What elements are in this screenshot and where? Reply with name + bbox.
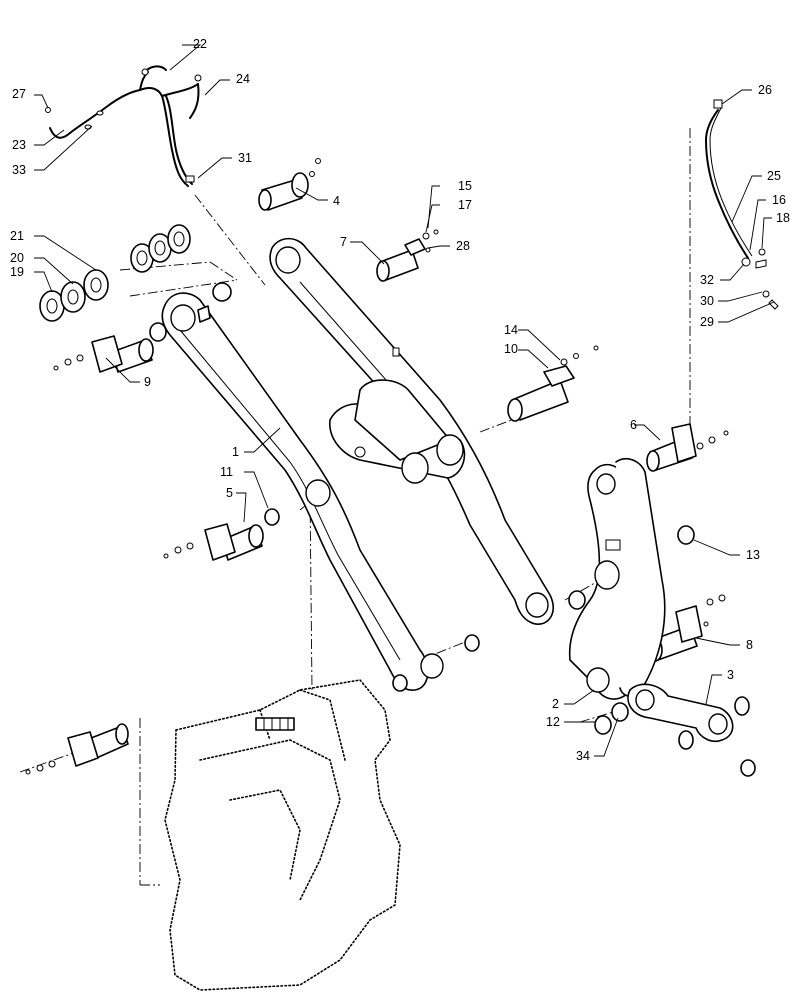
pin-4 <box>258 158 321 211</box>
callout-5: 5 <box>226 486 233 500</box>
pin-10 <box>507 345 599 422</box>
pin-8 <box>647 594 726 662</box>
callout-34: 34 <box>576 749 590 763</box>
callout-18: 18 <box>776 211 790 225</box>
callout-13: 13 <box>746 548 760 562</box>
callout-29: 29 <box>700 315 714 329</box>
lift-arm-left <box>161 292 444 691</box>
callout-27: 27 <box>12 87 26 101</box>
callout-1: 1 <box>232 445 239 459</box>
cross-tube <box>329 379 466 484</box>
bellcrank <box>568 458 666 700</box>
callout-28: 28 <box>456 239 470 253</box>
callout-3: 3 <box>727 668 734 682</box>
callout-32: 32 <box>700 273 714 287</box>
wiring-harness <box>45 65 202 187</box>
callout-16: 16 <box>772 193 786 207</box>
callout-30: 30 <box>700 294 714 308</box>
callout-12: 12 <box>546 715 560 729</box>
callout-6: 6 <box>630 418 637 432</box>
callout-11: 11 <box>220 465 233 479</box>
callout-19: 19 <box>10 265 24 279</box>
callout-33: 33 <box>12 163 26 177</box>
shims <box>39 224 232 342</box>
callout-labels: 22 24 27 23 33 31 4 15 17 7 28 21 20 19 … <box>10 37 790 763</box>
callout-24: 24 <box>236 72 250 86</box>
callout-15: 15 <box>458 179 472 193</box>
pin-frame <box>25 723 129 775</box>
pin-9 <box>53 335 154 373</box>
leader-lines <box>34 44 775 757</box>
callout-31: 31 <box>238 151 252 165</box>
callout-8: 8 <box>746 638 753 652</box>
callout-21: 21 <box>10 229 24 243</box>
callout-7: 7 <box>340 235 347 249</box>
callout-9: 9 <box>144 375 151 389</box>
pin-5 <box>163 523 264 561</box>
callout-4: 4 <box>333 194 340 208</box>
callout-10: 10 <box>504 342 518 356</box>
callout-26: 26 <box>758 83 772 97</box>
callout-23: 23 <box>12 138 26 152</box>
callout-2: 2 <box>552 697 559 711</box>
callout-22: 22 <box>193 37 207 51</box>
o-rings <box>264 508 756 777</box>
callout-25: 25 <box>767 169 781 183</box>
link <box>611 683 750 750</box>
rod-assembly <box>704 99 779 310</box>
loader-frame <box>164 679 401 991</box>
pin-6 <box>646 423 729 472</box>
pin-7 <box>376 229 439 282</box>
callout-20: 20 <box>10 251 24 265</box>
callout-14: 14 <box>504 323 518 337</box>
callout-17: 17 <box>458 198 472 212</box>
